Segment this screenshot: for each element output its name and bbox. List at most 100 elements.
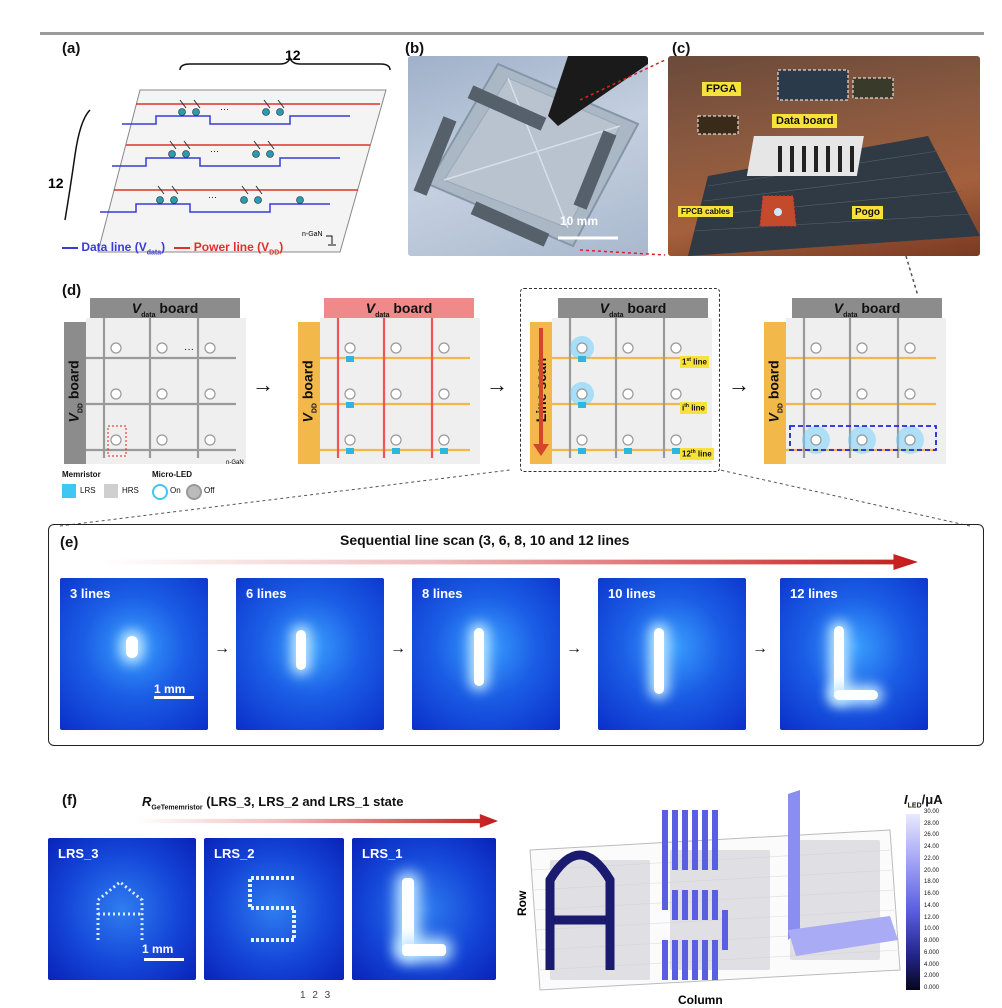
tag-fpga: FPGA [702,82,741,96]
state-arrow [134,814,498,828]
tag-ith-line: ith line [680,402,707,414]
vdata-board-4-v: V [833,300,844,316]
scan-image-3-label: 3 lines [70,586,111,601]
line-n-word: line [691,403,705,413]
panel-b-label: (b) [405,40,425,57]
crossbar-schematic: 12 12 ··· ··· ··· n-GaN [48,47,391,253]
state-image-lrs3-label: LRS_3 [58,846,99,861]
vdd-board-1-sub: DD [77,403,85,414]
svg-text:···: ··· [220,104,229,114]
scan-image-10-lines: 10 lines [598,578,746,730]
legend-microled-title: Micro-LED [152,470,192,479]
vdd-board-4: VDD board [764,322,786,464]
vdata-board-4-sub: data [843,311,858,319]
colorbar-tick-label: 4.000 [924,961,940,968]
led-on-swatch [152,484,168,500]
vdata-board-3-word: board [627,300,667,316]
scale-bar-10mm: 10 mm [560,214,599,228]
top-rule [40,32,984,35]
legend-power-line: Power line (V [193,240,270,254]
colorbar-tick-label: 2.000 [924,973,940,980]
vdata-board-2-v: V [365,300,376,316]
device-photo: 10 mm [408,56,648,256]
scan-image-8-label: 8 lines [422,586,463,601]
tag-1st-line: 1st line [680,356,709,368]
legend-off: Off [204,486,215,495]
vdd-board-2-word: board [299,360,316,400]
array-d2 [320,318,480,464]
scale-bar-1mm-e: 1 mm [154,682,186,696]
colorbar-tick-label: 8.000 [924,938,940,945]
d3-highlight-box [520,288,720,472]
vdd-board-4-word: board [765,360,782,400]
colorbar-title: ILED/μA [904,792,943,810]
colorbar-tick-label: 6.000 [924,949,940,956]
scan-image-12-lines: 12 lines [780,578,928,730]
line-12-sup: th [690,449,696,455]
line-1-sup: st [686,357,691,363]
scale-bar-1mm-f: 1 mm [142,942,174,956]
zoom-lines-de [59,469,971,527]
colorbar-tick-label: 0.000 [924,985,940,991]
colorbar-tick-label: 10.00 [924,926,940,933]
vdata-board-1-v: V [131,300,142,316]
arrow-d3-d4: → [728,372,750,397]
colorbar-tick-label: 14.00 [924,902,940,909]
vdd-board-1-word: board [65,360,82,400]
array-d4 [786,318,946,464]
legend-power-sub: DD [269,249,280,257]
state-image-lrs3: LRS_3 1 mm [48,838,196,980]
line-n-num: i [682,403,685,413]
array-d3 [552,318,712,464]
panel-a-label: (a) [62,40,81,57]
panel-f-title-sub: GeTememristor [151,804,203,812]
tag-fpcb-cables: FPCB cables [678,206,733,217]
tag-data-board: Data board [772,114,838,128]
d1-ground-label: n-GaN [226,460,244,466]
state-image-lrs1-label: LRS_1 [362,846,403,861]
vdata-board-4: Vdata board [792,298,942,319]
colorbar-tick-label: 24.00 [924,844,940,851]
setup-photo: FPGA Data board FPCB cables Pogo [668,56,980,256]
legend-on: On [170,486,181,495]
hrs-swatch [104,484,118,498]
plot-ylabel: Row [515,890,529,916]
vdd-board-2-sub: DD [311,403,319,414]
vdd-board-2-v: V [299,413,316,423]
plot-xlabel: Column [678,993,723,1007]
panel-d-label: (d) [62,282,82,299]
vdata-board-3-v: V [599,300,610,316]
arrow-d1-d2: → [252,372,274,397]
arrow-e4: → [752,640,768,657]
colorbar-tick-label: 20.00 [924,867,940,874]
line-scan-board: Line scan [530,322,552,464]
svg-text:···: ··· [210,146,219,156]
legend-hrs: HRS [122,486,139,495]
legend-lrs: LRS [80,486,96,495]
vdd-board-1-v: V [65,413,82,423]
colorbar-tick-label: 22.00 [924,855,940,862]
line-1-word: line [693,357,707,367]
colorbar-tick-label: 30.00 [924,809,940,815]
column-count-label: 12 [285,47,301,63]
panel-a-legend: Data line (Vdata) Power line (VDD) [62,240,283,256]
line-12-word: line [697,449,712,459]
colorbar-tick-label: 28.00 [924,820,940,827]
panel-f-title: RGeTememristor (LRS_3, LRS_2 and LRS_1 s… [142,794,403,812]
svg-text:···: ··· [184,344,194,355]
led-off-swatch [186,484,202,500]
bottom-mark: 1 2 3 [300,990,333,1001]
vdata-board-2-word: board [393,300,433,316]
arrow-e1: → [214,640,230,657]
vdata-board-1: Vdata board [90,298,240,319]
panel-f-title-rest: (LRS_3, LRS_2 and LRS_1 state [202,794,404,809]
vdd-board-4-sub: DD [777,403,785,414]
vdata-board-3-sub: data [609,311,624,319]
colorbar-tick-label: 26.00 [924,832,940,839]
vdd-board-1: VDD board [64,322,86,464]
state-image-lrs2: LRS_2 [204,838,344,980]
scan-image-12-label: 12 lines [790,586,838,601]
line-n-sup: th [684,403,689,409]
scan-image-6-label: 6 lines [246,586,287,601]
